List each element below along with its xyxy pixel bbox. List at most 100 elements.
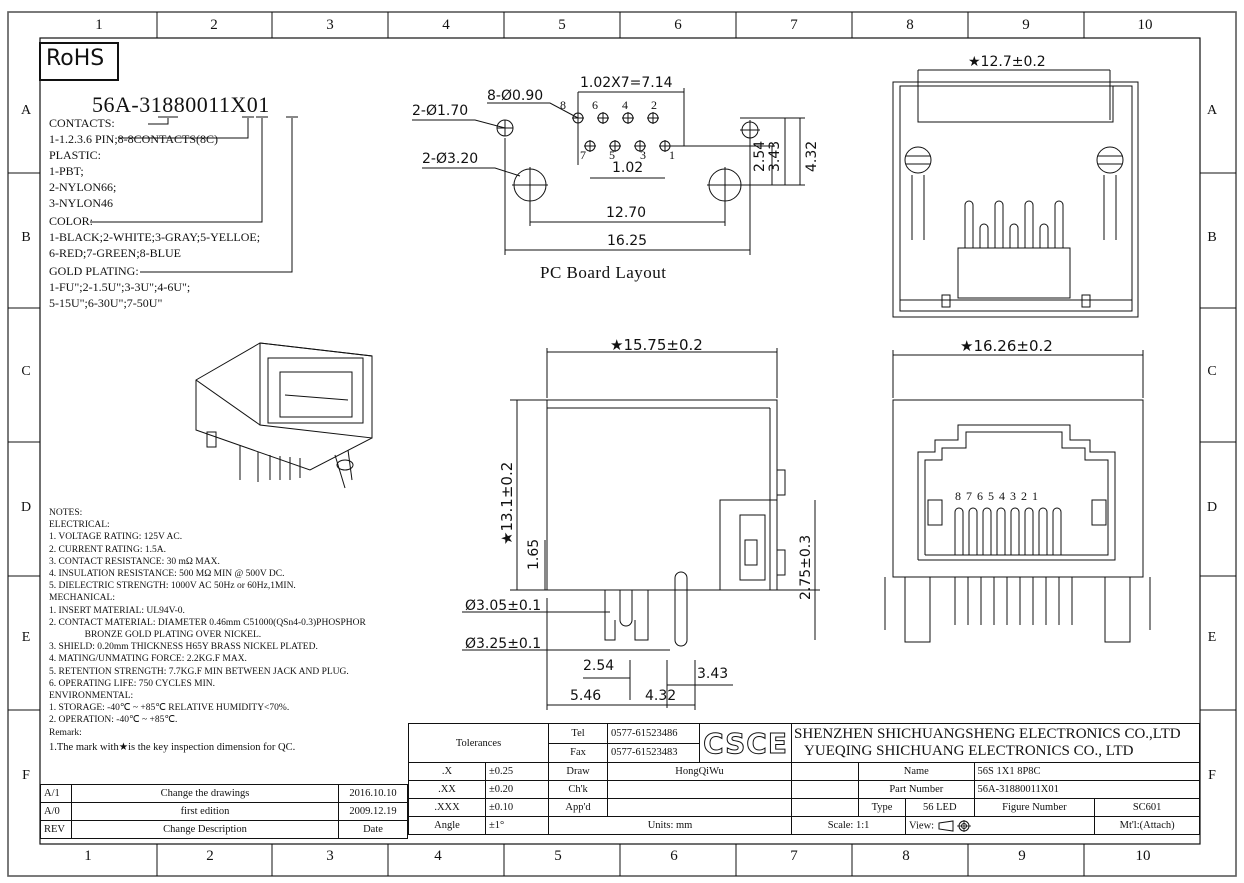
- rev-date-header: Date: [338, 820, 408, 839]
- name-value: 56S 1X1 8P8C: [973, 762, 1201, 781]
- note-line: ELECTRICAL:: [49, 520, 110, 531]
- front-pin-numbers: 8 7 6 5 4 3 2 1: [955, 489, 1039, 503]
- side-height-dim: ★13.1±0.2: [498, 461, 516, 545]
- name-label: Name: [858, 762, 975, 781]
- pcb-pin-2: 2: [651, 98, 657, 112]
- col-label-9-bottom: 9: [1018, 848, 1026, 864]
- draw-value: HongQiWu: [607, 762, 793, 781]
- note-line: 4. INSULATION RESISTANCE: 500 MΩ MIN @ 5…: [49, 569, 285, 580]
- row-label-a-right: A: [1206, 103, 1218, 118]
- row-label-f-right: F: [1208, 768, 1216, 783]
- col-label-10-bottom: 10: [1135, 848, 1151, 864]
- row-label-f: F: [22, 768, 30, 783]
- view-cell: View:: [905, 816, 1096, 835]
- col-label-9: 9: [1022, 17, 1030, 33]
- figure-number-value: SC601: [1094, 798, 1200, 817]
- row-label-e: E: [21, 630, 31, 645]
- tel-value: 0577-61523486: [607, 723, 701, 744]
- col-label-2-bottom: 2: [206, 848, 214, 864]
- note-line: 1. STORAGE: -40℃ ~ +85℃ RELATIVE HUMIDIT…: [49, 703, 290, 714]
- pcb-pin-8: 8: [560, 98, 566, 112]
- row-label-b: B: [21, 230, 31, 245]
- col-label-3: 3: [326, 17, 334, 33]
- revision-table: A/1 Change the drawings 2016.10.10 A/0 f…: [40, 784, 408, 839]
- pcb-dim-102: 1.02: [612, 160, 644, 176]
- part-number-value: 56A-31880011X01: [973, 780, 1201, 799]
- note-line: 5. DIELECTRIC STRENGTH: 1000V AC 50Hz or…: [49, 581, 296, 592]
- legend-line: 1-BLACK;2-WHITE;3-GRAY;5-YELLOE;: [49, 230, 261, 244]
- rev-desc-cell: first edition: [71, 802, 339, 821]
- col-label-1-bottom: 1: [84, 848, 92, 864]
- note-line: 1. VOLTAGE RATING: 125V AC.: [49, 532, 183, 543]
- row-label-c-right: C: [1207, 364, 1217, 379]
- tol-value: ±1°: [484, 816, 550, 835]
- pcb-pin-7: 7: [580, 148, 586, 162]
- note-line: 2. CONTACT MATERIAL: DIAMETER 0.46mm C51…: [49, 617, 366, 628]
- col-label-3-bottom: 3: [326, 848, 334, 864]
- company-names: SHENZHEN SHICHUANGSHENG ELECTRONICS CO.,…: [791, 723, 1200, 763]
- rev-cell: A/0: [40, 802, 72, 821]
- units-value: Units: mm: [548, 816, 793, 835]
- check-label: Ch'k: [548, 780, 609, 799]
- tol-key: .X: [408, 762, 486, 781]
- tel-label: Tel: [548, 723, 609, 744]
- type-value: 56 LED: [905, 798, 975, 817]
- col-label-4: 4: [442, 17, 450, 33]
- pcb-pin-3: 3: [640, 148, 646, 162]
- tolerances-label: Tolerances: [407, 723, 550, 763]
- pcb-dim-pitch: 1.02X7=7.14: [580, 75, 673, 91]
- note-line: 3. SHIELD: 0.20mm THICKNESS H65Y BRASS N…: [49, 642, 318, 653]
- notes-block: NOTES: ELECTRICAL: 1. VOLTAGE RATING: 12…: [49, 507, 366, 754]
- legend-line: 1-PBT;: [49, 164, 84, 178]
- col-label-7: 7: [790, 17, 798, 33]
- pcb-dim-1625: 16.25: [607, 233, 648, 249]
- legend-line: 3-NYLON46: [49, 196, 113, 210]
- tol-key: .XXX: [408, 798, 486, 817]
- row-label-d: D: [20, 500, 32, 515]
- pcb-caption: PC Board Layout: [540, 263, 667, 282]
- tol-key: Angle: [408, 816, 486, 835]
- legend-line: 1-FU";2-1.5U";3-3U";4-6U";: [49, 280, 191, 294]
- col-label-6-bottom: 6: [670, 848, 678, 864]
- rev-date-cell: 2016.10.10: [338, 784, 408, 803]
- note-line: 1. INSERT MATERIAL: UL94V-0.: [49, 605, 185, 616]
- col-label-6: 6: [674, 17, 682, 33]
- side-dim-343: 3.43: [697, 666, 729, 682]
- part-code: 56A-31880011X01: [92, 92, 270, 117]
- note-line: BRONZE GOLD PLATING OVER NICKEL.: [49, 630, 262, 641]
- note-line: 2. OPERATION: -40℃ ~ +85℃.: [49, 715, 178, 726]
- figure-number-label: Figure Number: [973, 798, 1096, 817]
- company-logo: CSCE: [699, 723, 793, 763]
- legend-line: GOLD PLATING:: [49, 264, 139, 278]
- legend-line: PLASTIC:: [49, 148, 102, 162]
- side-dim-546: 5.46: [570, 688, 602, 704]
- row-label-d-right: D: [1206, 500, 1218, 515]
- note-line: Remark:: [49, 727, 82, 738]
- note-line: 3. CONTACT RESISTANCE: 30 mΩ MAX.: [49, 556, 220, 567]
- note-line: 5. RETENTION STRENGTH: 7.7KG.F MIN BETWE…: [49, 666, 349, 677]
- pcb-pin-5: 5: [609, 148, 615, 162]
- legend-line: 5-15U";6-30U";7-50U": [49, 296, 163, 310]
- rev-cell: A/1: [40, 784, 72, 803]
- rohs-mark: RoHS: [46, 46, 105, 71]
- side-dim-165: 1.65: [526, 538, 542, 570]
- fax-value: 0577-61523483: [607, 742, 701, 763]
- revision-header-row: REV Change Description Date: [40, 820, 408, 839]
- company-name-2: YUEQING SHICHUANG ELECTRONICS CO., LTD: [804, 743, 1134, 759]
- col-label-8: 8: [906, 17, 914, 33]
- rev-header: REV: [40, 820, 72, 839]
- col-label-2: 2: [210, 17, 218, 33]
- note-line: NOTES:: [49, 508, 83, 518]
- title-block: Tolerances Tel 0577-61523486 CSCE SHENZH…: [407, 723, 1201, 835]
- rev-date-cell: 2009.12.19: [338, 802, 408, 821]
- col-label-7-bottom: 7: [790, 848, 798, 864]
- col-label-5: 5: [558, 17, 566, 33]
- legend-line: CONTACTS:: [49, 116, 115, 130]
- tol-key: .XX: [408, 780, 486, 799]
- note-line: ENVIRONMENTAL:: [49, 691, 134, 702]
- col-label-10: 10: [1137, 17, 1153, 33]
- side-dim-254: 2.54: [583, 658, 615, 674]
- pcb-dim-1270: 12.70: [606, 205, 647, 221]
- row-label-c: C: [21, 364, 31, 379]
